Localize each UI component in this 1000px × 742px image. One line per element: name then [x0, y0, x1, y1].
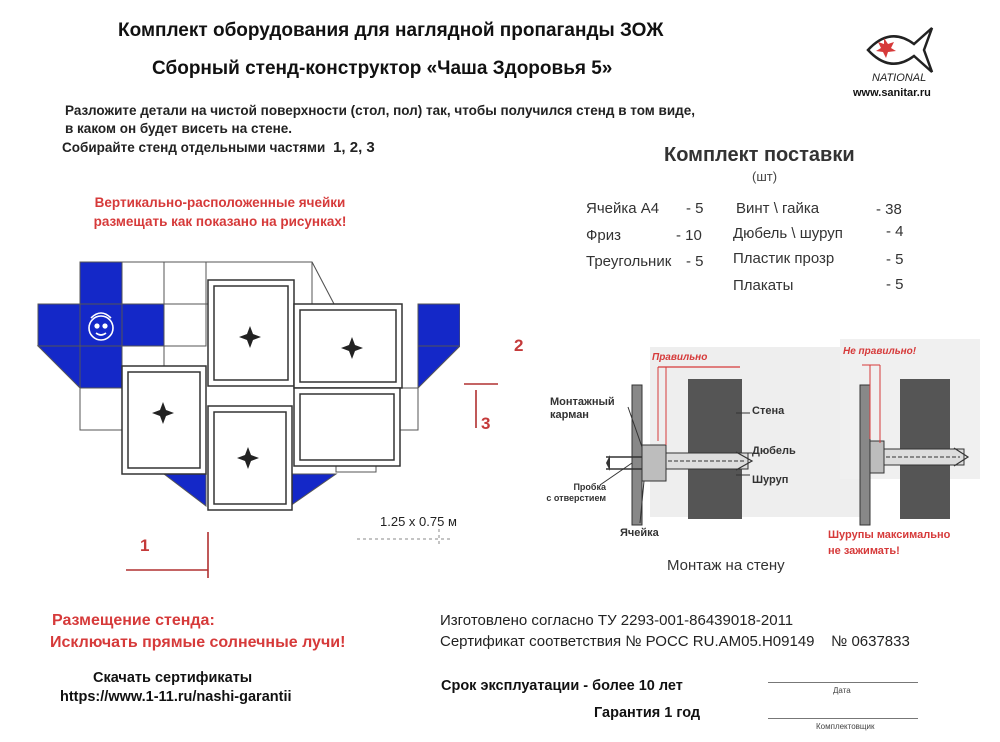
instruction-line-1: Разложите детали на чистой поверхности (… [65, 103, 695, 118]
part-2-label: 2 [514, 336, 524, 355]
mounting-diagram [599, 339, 980, 526]
kit-unit: (шт) [752, 169, 778, 184]
stand-size: 1.25 x 0.75 м [380, 514, 457, 529]
kit-count-triangle: - 5 [686, 253, 704, 270]
mount-plug-label: Пробка с отверстием [546, 482, 606, 503]
kit-count-dowel: - 4 [886, 223, 904, 240]
instruction-parts: 1, 2, 3 [333, 139, 375, 156]
title-line-1: Комплект оборудования для наглядной проп… [118, 20, 664, 41]
kit-count-screw-nut: - 38 [876, 201, 902, 218]
part-1-marker [126, 532, 209, 578]
vertical-cells-note: Вертикально-расположенные ячейки размеща… [75, 193, 365, 231]
placement-line-2: Исключать прямые солнечные лучи! [50, 634, 346, 651]
title-line-2: Сборный стенд-конструктор «Чаша Здоровья… [152, 58, 613, 79]
stand-diagram [36, 261, 460, 511]
packer-line [768, 718, 918, 719]
date-line [768, 682, 918, 683]
clown-icon [88, 312, 114, 341]
mount-dowel-label: Дюбель [752, 445, 796, 457]
date-label: Дата [833, 686, 851, 695]
mount-wall-label: Стена [752, 405, 785, 417]
instruction-line-3-text: Собирайте стенд отдельными частями [62, 140, 326, 155]
kit-item-cell: Ячейка А4 [586, 200, 660, 217]
certificates-link[interactable]: https://www.1-11.ru/nashi-garantii [60, 689, 292, 705]
part-2-3-marker [464, 383, 498, 428]
certificates-line-1: Скачать сертификаты [93, 670, 253, 686]
star-icons [152, 326, 363, 469]
mount-incorrect-label: Не правильно! [843, 346, 917, 357]
warranty: Гарантия 1 год [594, 705, 701, 721]
kit-item-plastic: Пластик прозр [733, 250, 835, 267]
mount-correct-label: Правильно [652, 352, 708, 363]
brand-site: www.sanitar.ru [853, 87, 931, 99]
kit-title: Комплект поставки [664, 144, 855, 166]
mount-warning: Шурупы максимально не зажимать! [828, 529, 951, 557]
kit-count-cell: - 5 [686, 200, 704, 217]
packer-label: Комплектовщик [816, 722, 875, 731]
kit-count-plastic: - 5 [886, 251, 904, 268]
manufacture-spec: Изготовлено согласно ТУ 2293-001-8643901… [440, 612, 794, 629]
instruction-line-2: в каком он будет висеть на стене. [65, 121, 292, 136]
service-life: Срок эксплуатации - более 10 лет [441, 678, 683, 694]
mount-pocket-label: Монтажный карман [550, 396, 615, 421]
kit-item-frieze: Фриз [586, 227, 622, 244]
vertical-note-line-1: Вертикально-расположенные ячейки [94, 195, 346, 210]
mount-screw-label: Шуруп [752, 474, 789, 486]
fish-logo-icon [866, 27, 934, 73]
kit-item-triangle: Треугольник [586, 253, 672, 270]
part-1-label: 1 [140, 536, 150, 555]
kit-count-posters: - 5 [886, 276, 904, 293]
kit-count-frieze: - 10 [676, 227, 702, 244]
brand-logo: NATIONAL [862, 20, 942, 90]
mount-cell-label: Ячейка [620, 527, 659, 539]
brand-name: NATIONAL [872, 72, 927, 84]
kit-item-dowel: Дюбель \ шуруп [733, 225, 843, 242]
mount-caption: Монтаж на стену [667, 557, 785, 574]
blue-cell [79, 261, 123, 305]
part-3-label: 3 [481, 414, 491, 433]
placement-line-1: Размещение стенда: [52, 612, 215, 629]
vertical-note-line-2: размещать как показано на рисунках! [93, 214, 347, 229]
kit-item-screw-nut: Винт \ гайка [736, 200, 820, 217]
instruction-line-3: Собирайте стенд отдельными частями 1, 2,… [62, 139, 375, 156]
dimension-lines [357, 529, 453, 547]
manufacture-certificate: Сертификат соответствия № РОСС RU.АМ05.Н… [440, 633, 910, 650]
kit-item-posters: Плакаты [733, 277, 794, 294]
